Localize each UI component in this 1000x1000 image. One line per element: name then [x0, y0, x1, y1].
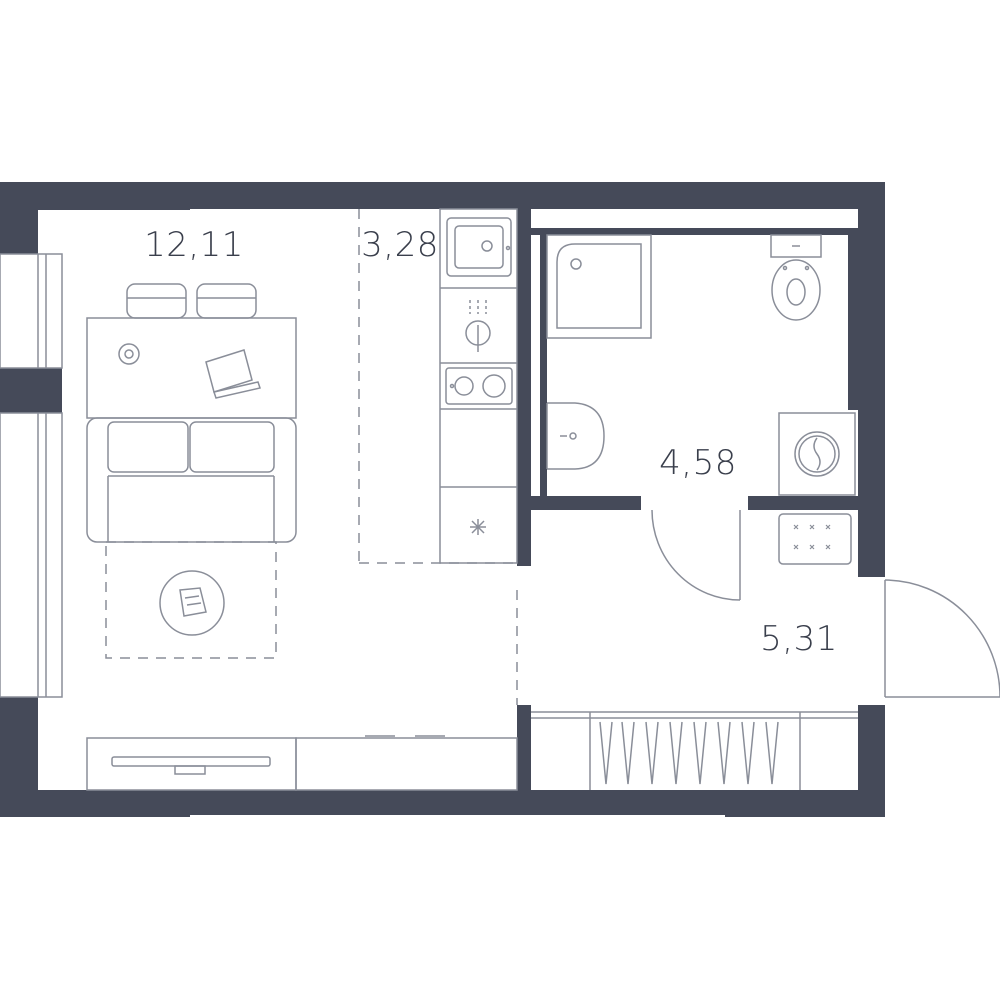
rug-icon [105, 541, 277, 659]
wall-bathroom-top-inner [531, 228, 858, 235]
sink-icon [446, 217, 512, 277]
wardrobe-icon [531, 711, 858, 790]
wall-left-bottom [0, 697, 38, 817]
kitchen-counter [439, 208, 518, 564]
wall-left-middle [0, 368, 62, 413]
tv-icon [111, 756, 271, 775]
wall-bathroom-left [517, 209, 531, 566]
wall-bathroom-left-inner [540, 228, 547, 496]
stove-icon [445, 367, 513, 405]
faucet-icon [465, 300, 491, 352]
hallway-area-label: 5,31 [760, 619, 838, 659]
bathroom-area-label: 4,58 [659, 443, 737, 483]
washbasin-icon [546, 402, 605, 470]
area-labels: 12,11 3,28 4,58 5,31 [144, 225, 838, 659]
shower-icon [546, 234, 652, 339]
toilet-icon [770, 234, 822, 321]
fridge-icon [470, 519, 486, 535]
wall-bathroom-right-inner [848, 228, 858, 410]
window-left-lower [0, 412, 63, 698]
wall-bathroom-bottom-right [748, 496, 858, 510]
wall-left-top [0, 182, 38, 254]
lamp-icon [118, 343, 140, 365]
living-room-area-label: 12,11 [144, 225, 244, 265]
doors [651, 509, 1000, 698]
door-icon [884, 579, 1000, 698]
window-left-upper [0, 253, 63, 369]
dining-area [86, 283, 297, 419]
shoe-cabinet-icon [778, 513, 852, 565]
wall-hall-left [517, 705, 531, 795]
door-icon [651, 509, 741, 601]
walls [0, 182, 885, 817]
wall-bathroom-bottom-left [531, 496, 641, 510]
sofa-icon [86, 417, 297, 543]
wall-right-top [858, 182, 885, 577]
washing-machine-icon [778, 412, 856, 496]
windows [0, 253, 63, 698]
wall-right-bottom [858, 705, 885, 817]
kitchen-area-label: 3,28 [361, 225, 439, 265]
laptop-icon [205, 349, 261, 399]
tv-stand-icon [86, 735, 518, 791]
bathroom-fixtures [546, 234, 856, 496]
